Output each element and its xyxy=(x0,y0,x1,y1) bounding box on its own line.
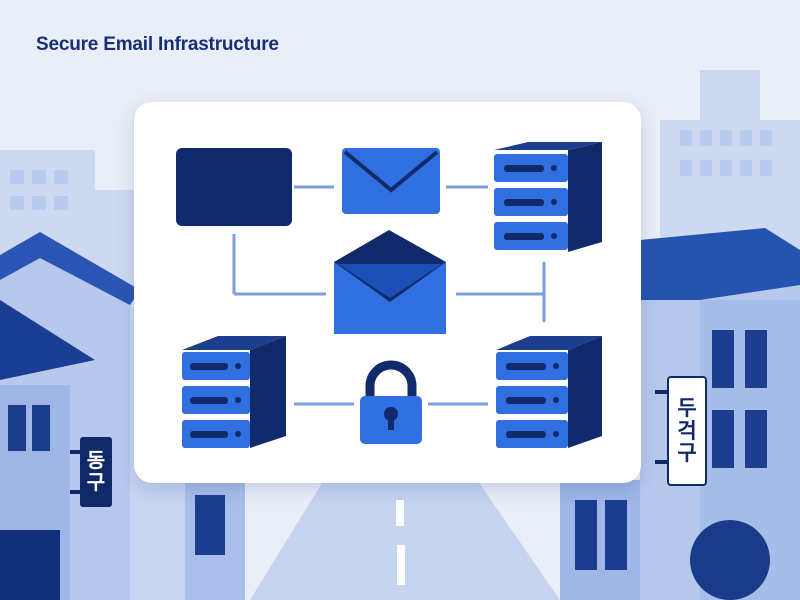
sign-char: 동 xyxy=(86,448,106,473)
sign-char: 구 xyxy=(677,441,697,466)
street-sign-left: 동 구 xyxy=(80,437,112,507)
envelope-icon xyxy=(342,148,440,214)
open-envelope-icon xyxy=(334,230,446,334)
monitor-icon xyxy=(176,148,292,226)
sign-char: 구 xyxy=(86,470,106,494)
street-sign-right: 두 걱 구 xyxy=(667,376,707,486)
server-icon xyxy=(494,142,602,252)
page-title: Secure Email Infrastructure xyxy=(36,34,279,55)
diagram-card xyxy=(134,102,641,483)
padlock-icon xyxy=(360,360,422,444)
server-icon xyxy=(182,336,286,448)
sign-char: 두 xyxy=(677,395,697,420)
sign-char: 걱 xyxy=(677,418,697,443)
network-diagram xyxy=(176,142,602,448)
server-icon xyxy=(496,336,602,448)
